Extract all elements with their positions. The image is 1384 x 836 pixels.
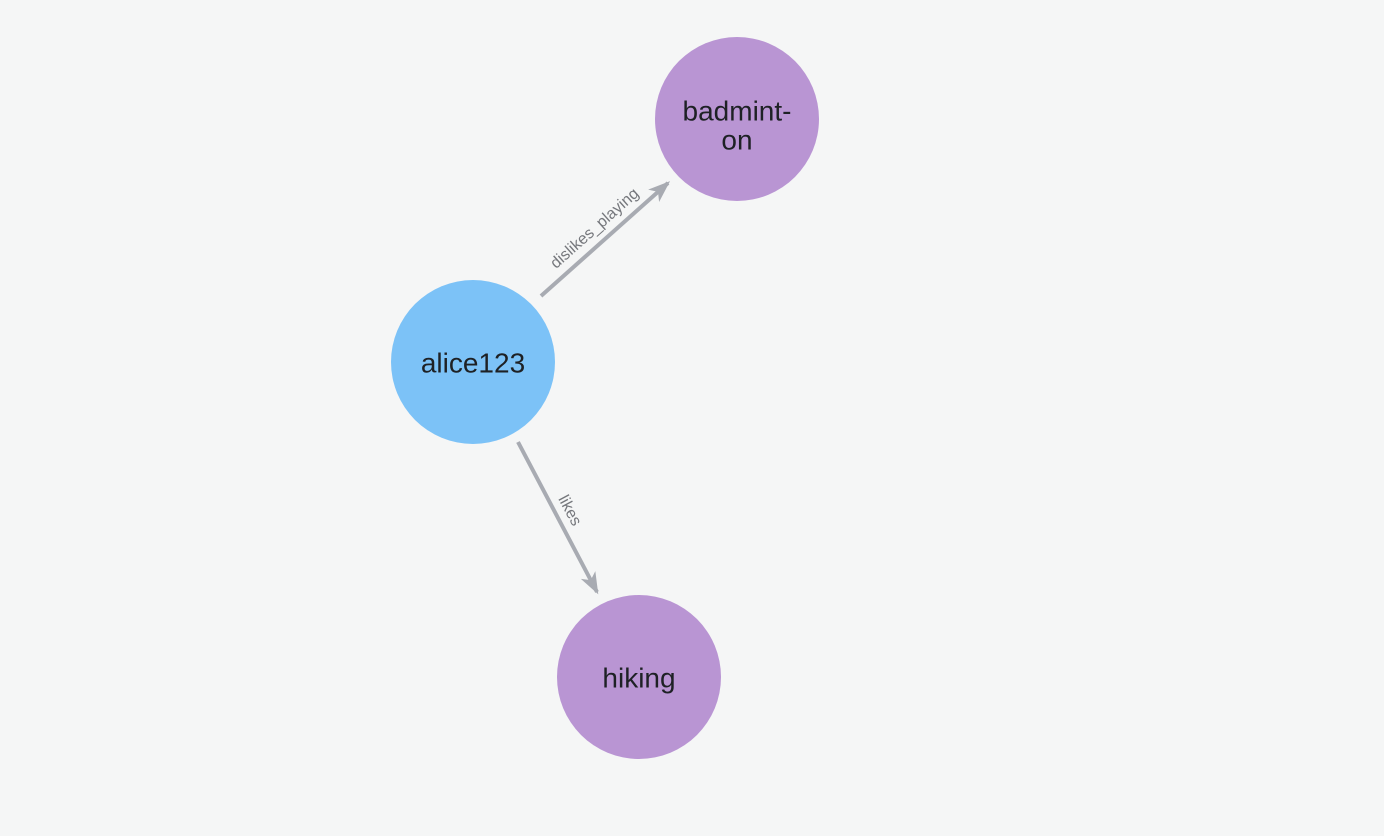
node-label-line: badmint- [683, 96, 792, 127]
node-circle[interactable] [655, 37, 819, 201]
node-hiking[interactable]: hiking [557, 595, 721, 759]
edge-line[interactable] [539, 181, 671, 298]
node-badminton[interactable]: badmint- on [655, 37, 819, 201]
node-circle[interactable] [391, 280, 555, 444]
node-label-line: on [721, 125, 752, 156]
node-circle[interactable] [557, 595, 721, 759]
node-alice123[interactable]: alice123 [391, 280, 555, 444]
node-label: hiking [602, 663, 675, 694]
node-label: alice123 [421, 348, 525, 379]
edge-line[interactable] [516, 441, 599, 595]
